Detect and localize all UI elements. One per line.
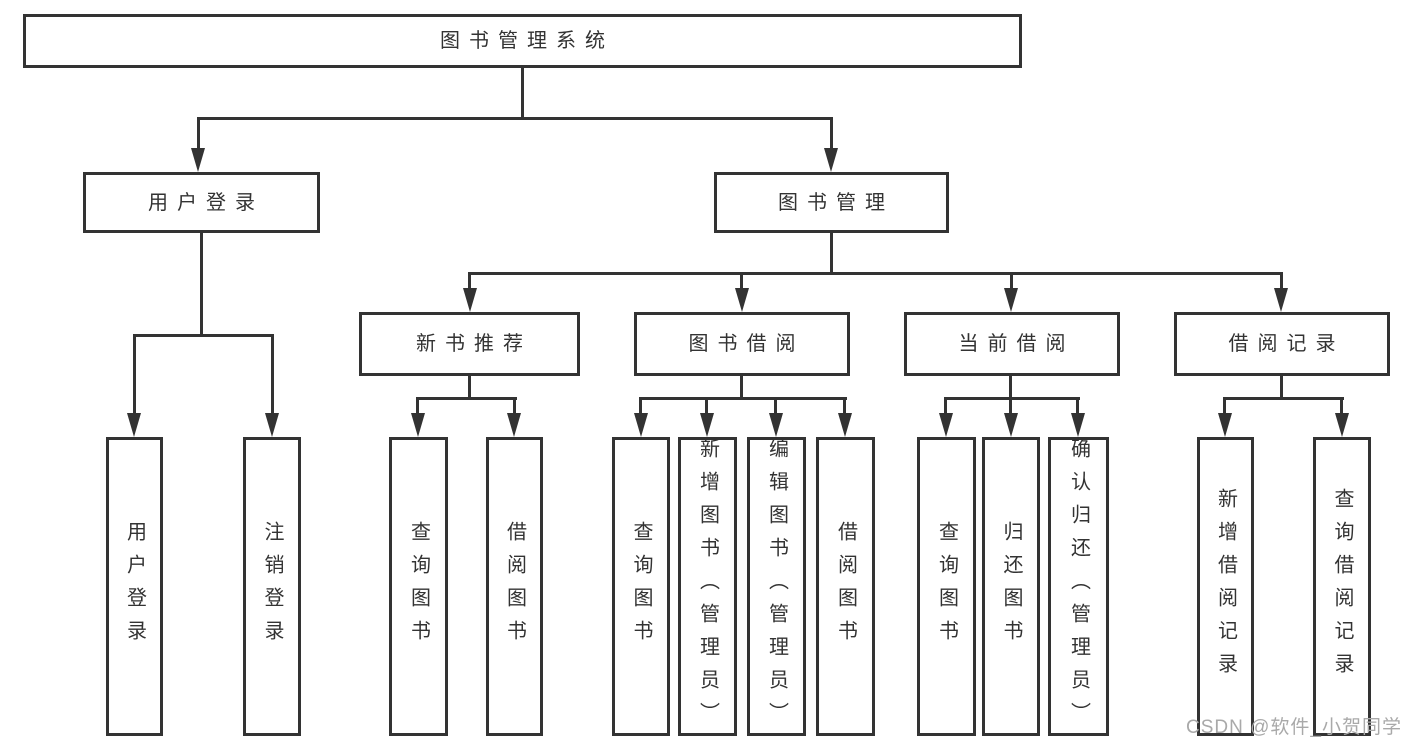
leaf-user-login-label: 用户登录	[123, 520, 146, 653]
node-user-login: 用户登录	[83, 172, 320, 233]
leaf-current-query-books-label: 查询图书	[935, 520, 958, 653]
arrow-down-icon	[700, 413, 714, 437]
connector-line	[200, 233, 203, 337]
connector-line	[521, 68, 524, 120]
leaf-add-borrow-record-label: 新增借阅记录	[1214, 487, 1237, 686]
arrow-down-icon	[1004, 288, 1018, 312]
connector-line	[1009, 397, 1012, 415]
leaf-recommend-query-books-label: 查询图书	[407, 520, 430, 653]
arrow-down-icon	[463, 288, 477, 312]
connector-line	[774, 397, 777, 415]
leaf-recommend-borrow-books-label: 借阅图书	[503, 520, 526, 653]
arrow-down-icon	[634, 413, 648, 437]
leaf-borrow-query-books-label: 查询图书	[630, 520, 652, 653]
connector-line	[1280, 376, 1283, 400]
connector-line	[197, 117, 833, 120]
arrow-down-icon	[824, 148, 838, 172]
connector-line	[1223, 397, 1344, 400]
connector-line	[197, 117, 200, 150]
leaf-logout-label: 注销登录	[261, 520, 283, 653]
connector-line	[843, 397, 846, 415]
connector-line	[1010, 272, 1013, 292]
connector-line	[133, 334, 136, 415]
connector-line	[740, 376, 743, 400]
arrow-down-icon	[1071, 413, 1085, 437]
node-new-book-recommend-label: 新书推荐	[416, 333, 532, 355]
connector-line	[639, 397, 642, 415]
node-current-borrow: 当前借阅	[904, 312, 1120, 376]
connector-line	[1223, 397, 1226, 415]
connector-line	[271, 334, 274, 415]
connector-line	[1340, 397, 1343, 415]
connector-line	[513, 397, 516, 415]
leaf-add-books-admin: 新增图书（管理员）	[678, 437, 737, 736]
node-user-login-label: 用户登录	[148, 191, 264, 214]
arrow-down-icon	[1335, 413, 1349, 437]
node-book-management-label: 图书管理	[778, 191, 894, 214]
connector-line	[1009, 376, 1012, 400]
node-borrow-records: 借阅记录	[1174, 312, 1390, 376]
leaf-current-query-books: 查询图书	[917, 437, 976, 736]
leaf-query-borrow-record-label: 查询借阅记录	[1331, 487, 1353, 686]
arrow-down-icon	[769, 413, 783, 437]
leaf-query-borrow-record: 查询借阅记录	[1313, 437, 1371, 736]
connector-line	[639, 397, 847, 400]
leaf-add-borrow-record: 新增借阅记录	[1197, 437, 1254, 736]
arrow-down-icon	[1004, 413, 1018, 437]
node-new-book-recommend: 新书推荐	[359, 312, 580, 376]
arrow-down-icon	[939, 413, 953, 437]
arrow-down-icon	[1218, 413, 1232, 437]
leaf-return-books-label: 归还图书	[1000, 520, 1022, 653]
leaf-edit-books-admin-label: 编辑图书（管理员）	[765, 438, 788, 735]
arrow-down-icon	[507, 413, 521, 437]
leaf-add-books-admin-label: 新增图书（管理员）	[696, 438, 719, 735]
arrow-down-icon	[838, 413, 852, 437]
leaf-edit-books-admin: 编辑图书（管理员）	[747, 437, 806, 736]
leaf-logout: 注销登录	[243, 437, 301, 736]
leaf-recommend-query-books: 查询图书	[389, 437, 448, 736]
connector-line	[705, 397, 708, 415]
leaf-confirm-return-admin: 确认归还（管理员）	[1048, 437, 1109, 736]
leaf-recommend-borrow-books: 借阅图书	[486, 437, 543, 736]
node-book-borrow-label: 图书借阅	[688, 333, 805, 355]
connector-line	[468, 272, 1283, 275]
node-book-borrow: 图书借阅	[634, 312, 850, 376]
node-book-management: 图书管理	[714, 172, 949, 233]
leaf-borrow-query-books: 查询图书	[612, 437, 670, 736]
connector-line	[830, 117, 833, 150]
connector-line	[1076, 397, 1079, 415]
arrow-down-icon	[1274, 288, 1288, 312]
arrow-down-icon	[127, 413, 141, 437]
csdn-watermark: CSDN @软件_小贺同学	[1186, 717, 1402, 738]
connector-line	[468, 272, 471, 292]
node-root-label: 图书管理系统	[440, 30, 614, 52]
connector-line	[416, 397, 419, 415]
arrow-down-icon	[411, 413, 425, 437]
node-root: 图书管理系统	[23, 14, 1022, 68]
connector-line	[740, 272, 743, 292]
leaf-borrow-books: 借阅图书	[816, 437, 875, 736]
connector-line	[133, 334, 274, 337]
connector-line	[1280, 272, 1283, 292]
connector-line	[944, 397, 947, 415]
connector-line	[416, 397, 517, 400]
connector-line	[830, 233, 833, 275]
arrow-down-icon	[735, 288, 749, 312]
leaf-confirm-return-admin-label: 确认归还（管理员）	[1067, 438, 1090, 735]
node-borrow-records-label: 借阅记录	[1228, 333, 1345, 355]
leaf-return-books: 归还图书	[982, 437, 1040, 736]
leaf-user-login: 用户登录	[106, 437, 163, 736]
connector-line	[468, 376, 471, 400]
node-current-borrow-label: 当前借阅	[958, 333, 1075, 355]
arrow-down-icon	[191, 148, 205, 172]
connector-line	[944, 397, 1080, 400]
arrow-down-icon	[265, 413, 279, 437]
leaf-borrow-books-label: 借阅图书	[834, 520, 857, 653]
